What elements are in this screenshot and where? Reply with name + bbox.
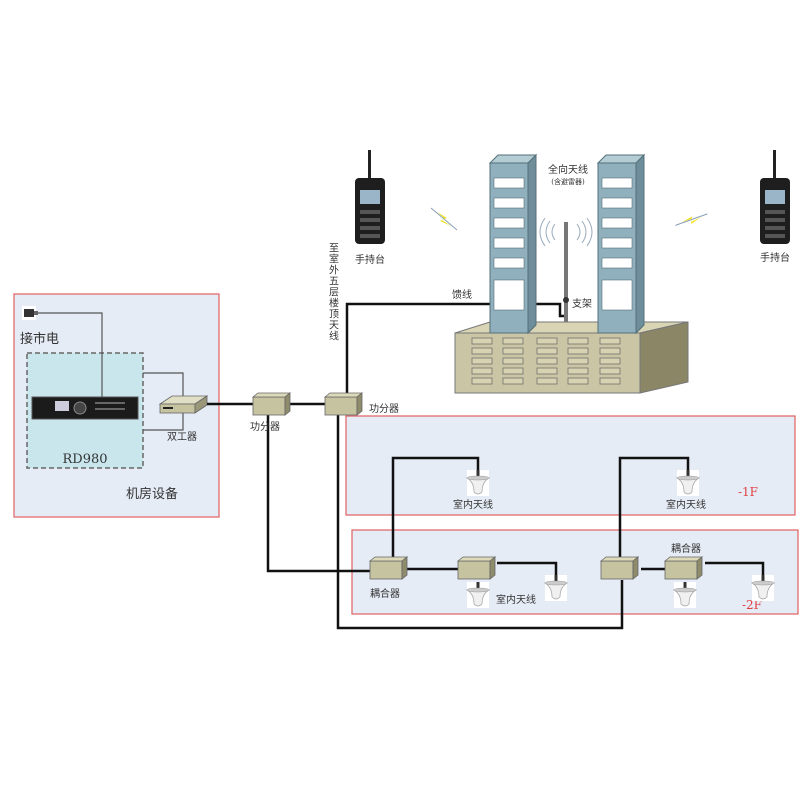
handset-radio-icon xyxy=(760,150,790,244)
bracket-label: 支架 xyxy=(572,298,592,310)
coupler-1 xyxy=(369,556,408,580)
indoor-antenna-icon xyxy=(676,469,700,497)
handset-left-label: 手持台 xyxy=(355,253,385,266)
power-splitter-1 xyxy=(252,392,291,416)
machine-room-panel: 接市电 RD980 机房设备 双工器 xyxy=(13,293,220,518)
indoor-antenna-label: 室内天线 xyxy=(453,498,493,511)
floor-b2-label: -2F xyxy=(742,598,762,612)
handset-radio-icon xyxy=(355,150,385,244)
floor-b1-panel xyxy=(345,415,796,516)
power-splitter-2 xyxy=(324,392,363,416)
duplexer xyxy=(158,395,209,414)
indoor-antenna-icon xyxy=(544,574,568,602)
indoor-antenna-label: 室内天线 xyxy=(666,498,706,511)
indoor-antenna-icon xyxy=(751,574,775,602)
wireless-signal-icon xyxy=(430,207,458,231)
repeater-rd980 xyxy=(31,396,139,420)
indoor-antenna-label: 室内天线 xyxy=(496,593,536,606)
to-rooftop-label: 至室外五层楼顶天线 xyxy=(327,242,339,341)
coupler-2-label: 耦合器 xyxy=(671,542,701,555)
coupler-4 xyxy=(664,556,703,580)
coupler-2 xyxy=(457,556,496,580)
feeder-cables xyxy=(207,302,765,630)
room-equipment-label: 机房设备 xyxy=(126,486,178,502)
power-plug-icon xyxy=(22,306,38,320)
omni-antenna-label: 全向天线 xyxy=(548,163,588,176)
splitter-2-label: 功分器 xyxy=(369,403,399,415)
building-illustration xyxy=(454,154,689,394)
mains-power-label: 接市电 xyxy=(20,331,59,347)
repeater-model-label: RD980 xyxy=(62,452,107,467)
omni-antenna-note: (含避雷器) xyxy=(551,177,585,186)
indoor-antenna-icon xyxy=(673,581,697,609)
duplexer-label: 双工器 xyxy=(167,431,197,443)
splitter-1-label: 功分器 xyxy=(250,421,280,433)
handset-right-label: 手持台 xyxy=(760,251,790,264)
coupler-1-label: 耦合器 xyxy=(370,587,400,600)
indoor-antenna-icon xyxy=(466,581,490,609)
coupler-3 xyxy=(600,556,639,580)
wireless-signal-icon xyxy=(674,202,708,237)
indoor-antenna-icon xyxy=(466,469,490,497)
floor-b2-panel xyxy=(351,529,799,615)
feeder-label: 馈线 xyxy=(452,288,472,301)
omni-antenna-icon xyxy=(539,217,593,322)
floor-b1-label: -1F xyxy=(738,485,758,499)
